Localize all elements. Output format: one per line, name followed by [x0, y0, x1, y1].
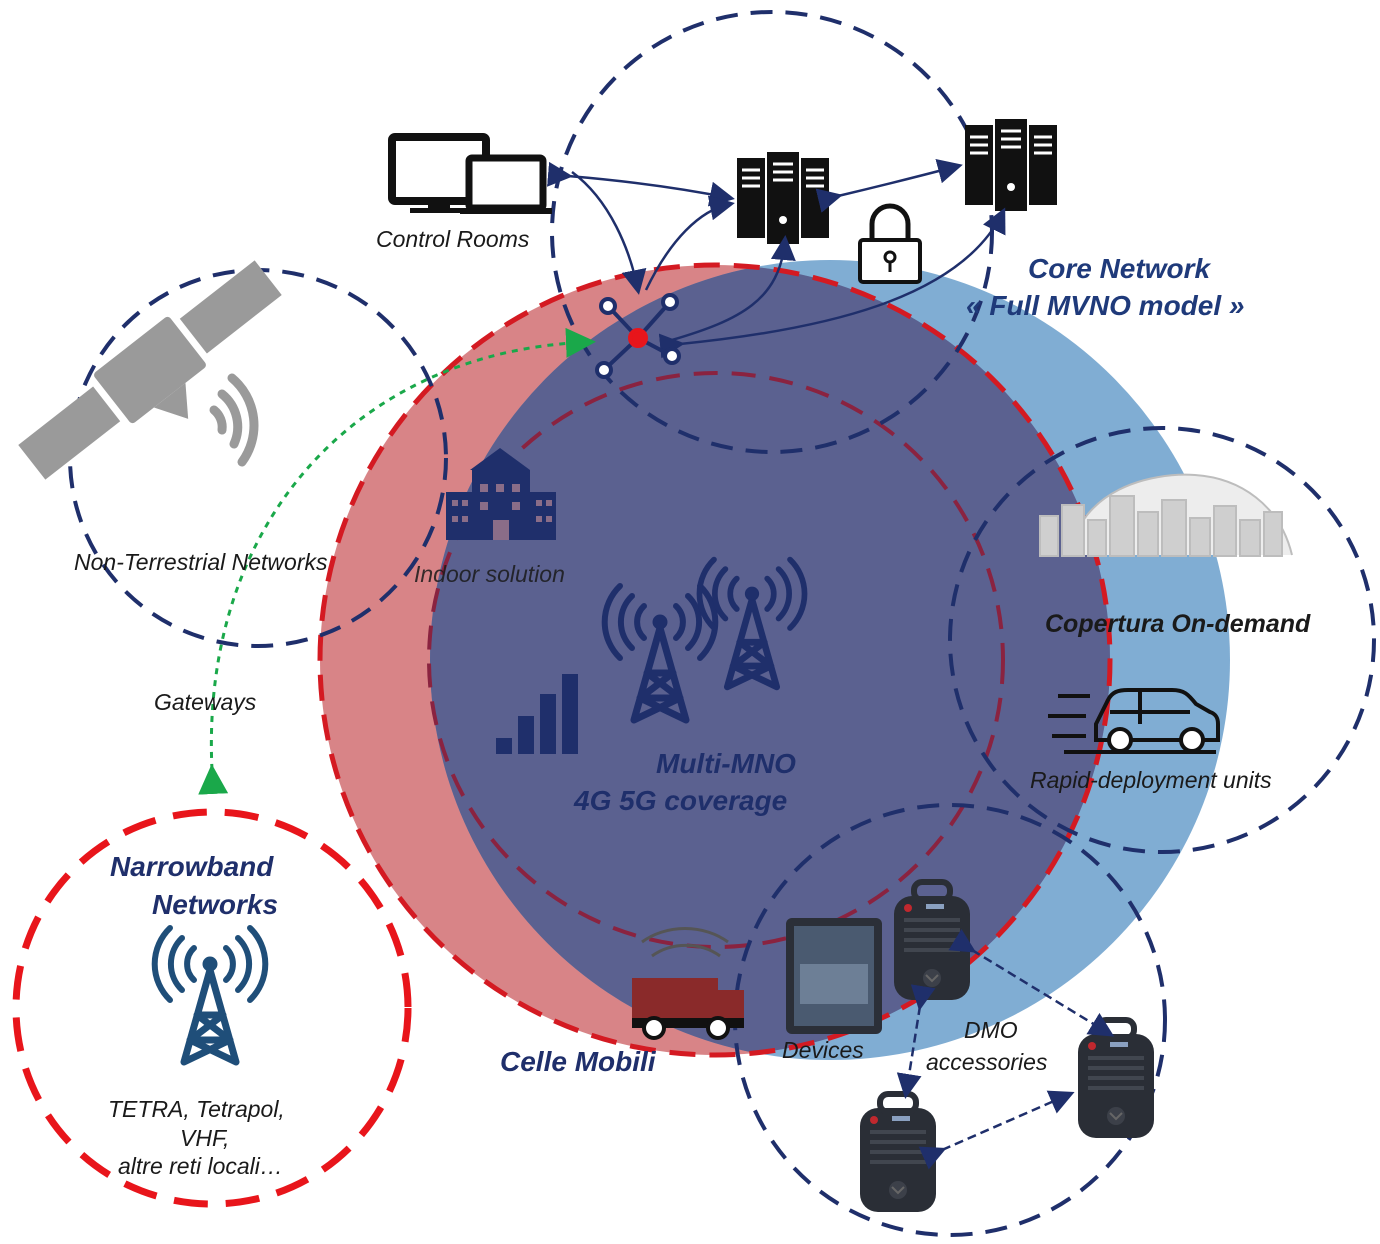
radio-speaker-mic-icon-3	[860, 1094, 936, 1212]
nb-tech-line1: TETRA, Tetrapol,	[108, 1096, 285, 1122]
on-demand-ring	[948, 426, 1376, 854]
signal-bars-icon	[496, 674, 578, 754]
core-links	[547, 159, 1006, 359]
core-network-title: Core Network	[1028, 253, 1211, 284]
gateways-label: Gateways	[154, 689, 257, 715]
network-hub-icon	[595, 293, 681, 379]
non-terrestrial-label: Non-Terrestrial Networks	[74, 549, 328, 575]
narrowband-subtitle: Networks	[152, 889, 278, 920]
narrowband-ring	[12, 808, 412, 1208]
coverage-overlap	[430, 265, 1110, 1055]
indoor-label: Indoor solution	[414, 561, 565, 587]
on-demand-label: Copertura On-demand	[1045, 610, 1311, 638]
coverage-subtitle: 4G 5G coverage	[573, 785, 787, 816]
building-icon	[446, 448, 556, 540]
dmo-label-line1: DMO	[964, 1017, 1018, 1043]
celle-mobili-label: Celle Mobili	[500, 1046, 657, 1077]
nb-tech-line2: VHF,	[180, 1125, 229, 1151]
rapid-deployment-label: Rapid-deployment units	[1030, 767, 1272, 793]
truck-icon	[632, 927, 744, 1040]
control-rooms-label: Control Rooms	[376, 226, 530, 252]
smartphone-icon	[786, 918, 882, 1034]
satellite-icon	[18, 260, 282, 480]
city-skyline-icon	[1039, 473, 1293, 557]
coverage-title: Multi-MNO	[656, 748, 796, 779]
lock-icon	[858, 203, 922, 284]
radio-speaker-mic-icon-2	[1078, 1020, 1154, 1138]
server-1-icon	[735, 150, 831, 246]
red-dashed-ring-inner	[427, 371, 1005, 949]
radio-speaker-mic-icon-1	[894, 882, 970, 1000]
dmo-label-line2: accessories	[926, 1049, 1048, 1075]
gateway-link	[198, 327, 596, 795]
nb-tech-line3: altre reti locali…	[118, 1153, 283, 1179]
core-network-subtitle: « Full MVNO model »	[966, 290, 1244, 321]
narrowband-tower-icon	[155, 928, 266, 1062]
satellite-signal-icon	[209, 373, 259, 467]
devices-label: Devices	[782, 1037, 864, 1063]
narrowband-title: Narrowband	[110, 851, 274, 882]
server-2-icon	[963, 117, 1059, 213]
monitors-icon	[388, 133, 552, 214]
dmo-links	[896, 928, 1115, 1170]
vehicle-icon	[1048, 688, 1220, 754]
